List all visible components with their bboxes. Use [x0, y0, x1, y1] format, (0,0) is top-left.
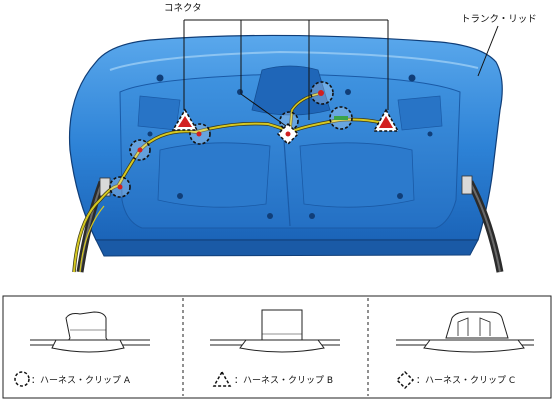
connector-leaders	[183, 19, 389, 127]
legend-diamond-symbol	[395, 370, 415, 390]
hinge-right	[461, 175, 504, 273]
clip-c-markers	[276, 122, 300, 146]
legend-box: ：ハーネス・クリップ A ：ハーネス・クリップ B ：ハーネス・クリップ C	[2, 295, 552, 399]
clip-b-illustration	[210, 309, 340, 353]
legend-triangle-symbol	[212, 370, 232, 387]
legend-circle-symbol	[14, 371, 30, 387]
wiring-harness	[72, 92, 387, 273]
lid-bottom-edge	[95, 239, 479, 257]
clip-b-markers	[171, 108, 400, 132]
legend-clip-a-text: ：ハーネス・クリップ A	[31, 375, 131, 386]
trunk-lid-leader	[477, 25, 499, 77]
legend-clip-b-text: ：ハーネス・クリップ B	[234, 375, 333, 386]
clip-c-illustration	[396, 311, 534, 353]
clip-a-illustration	[30, 311, 150, 353]
legend-clip-c-text: ：ハーネス・クリップ C	[416, 375, 515, 386]
trunk-lid-label: トランク・リッド	[461, 14, 537, 25]
lid-rim	[109, 50, 479, 71]
connector-label: コネクタ	[164, 3, 202, 14]
